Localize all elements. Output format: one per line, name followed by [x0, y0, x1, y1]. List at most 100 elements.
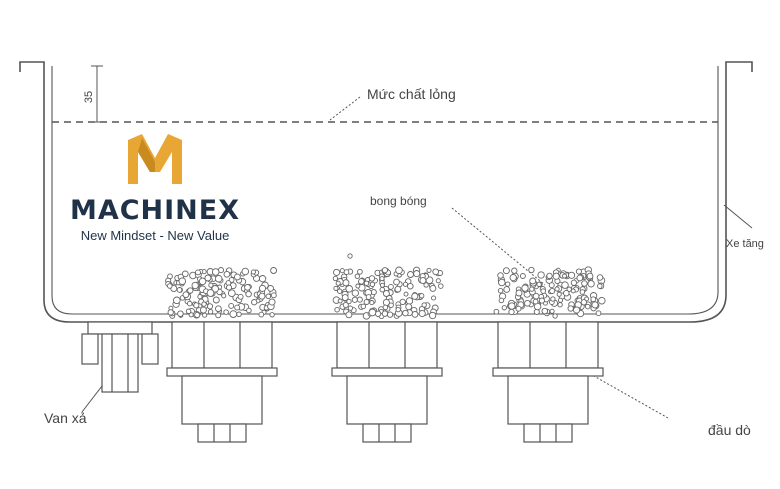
bubble: [167, 273, 173, 280]
bubble: [497, 272, 504, 279]
bubble: [552, 272, 560, 280]
bubble: [549, 308, 555, 314]
bubble: [267, 285, 274, 292]
bubble: [429, 284, 437, 292]
bubble: [332, 275, 339, 282]
bubble: [215, 305, 222, 313]
liquid-level-leader: [329, 96, 361, 121]
bubble: [358, 278, 365, 285]
bubble: [225, 284, 233, 291]
bubble: [395, 266, 403, 275]
bubble: [548, 282, 555, 289]
transducer-leader: [547, 349, 669, 419]
bubble: [258, 284, 267, 292]
bubble: [596, 274, 604, 281]
bubble: [502, 267, 510, 275]
bubble: [182, 291, 190, 299]
bubble: [580, 299, 588, 306]
bubble: [258, 292, 266, 300]
brand-logo: MACHINEX New Mindset - New Value: [60, 132, 250, 243]
bubble: [524, 299, 531, 307]
bubble: [337, 298, 343, 304]
bubbles-label: bong bóng: [370, 194, 427, 208]
bubble: [246, 307, 252, 314]
bubble: [195, 269, 201, 276]
bubble: [573, 306, 581, 314]
bubble: [515, 305, 522, 312]
bubble: [435, 278, 441, 284]
bubble: [176, 287, 183, 293]
bubble: [342, 279, 350, 287]
bubble: [403, 291, 409, 297]
bubble: [197, 294, 203, 300]
bubble: [379, 286, 386, 293]
bubble: [515, 289, 523, 297]
bubble: [501, 305, 507, 311]
bubble: [354, 273, 360, 279]
bubble: [395, 306, 401, 313]
bubble: [493, 308, 500, 315]
bubble: [347, 253, 353, 259]
bubble: [557, 302, 563, 308]
bubble: [581, 280, 588, 287]
dimension-label: 35: [83, 91, 95, 103]
bubble: [234, 273, 241, 281]
bubble: [382, 290, 390, 297]
machinex-mark-icon: [128, 134, 182, 184]
bubble: [418, 309, 426, 318]
bubble: [206, 303, 214, 310]
bubble: [177, 310, 184, 317]
bubble: [167, 283, 173, 289]
bubble: [423, 282, 429, 288]
bubble: [405, 303, 413, 311]
bubble: [245, 290, 252, 298]
bubble: [270, 292, 277, 299]
bubble: [411, 292, 419, 300]
drain-valve: [81, 321, 159, 393]
bubble: [347, 305, 354, 311]
bubble: [552, 313, 558, 319]
bubble: [237, 293, 244, 300]
bubble: [270, 267, 278, 274]
bubble: [187, 287, 194, 294]
bubble: [411, 311, 419, 318]
bubble: [236, 311, 242, 318]
bubble: [509, 273, 517, 282]
bubble: [540, 288, 546, 294]
bubble: [388, 302, 394, 308]
bubble: [178, 277, 187, 285]
bubble: [363, 299, 370, 305]
bubble: [356, 296, 363, 303]
bubble: [595, 310, 602, 317]
bubble: [438, 283, 444, 289]
bubble: [575, 268, 582, 275]
bubble: [382, 304, 389, 311]
bubble: [528, 266, 535, 274]
bubble: [194, 311, 201, 319]
bubble: [198, 277, 207, 286]
bubble: [591, 301, 599, 309]
bubble: [505, 281, 511, 287]
bubble: [431, 295, 437, 301]
bubble: [351, 296, 358, 303]
bubble: [567, 305, 574, 312]
bubble: [538, 297, 545, 304]
bubble: [536, 281, 542, 288]
bubble: [498, 297, 505, 304]
bubble: [365, 294, 372, 300]
bubble: [407, 282, 414, 290]
bubble: [167, 309, 174, 316]
bubble: [407, 271, 414, 278]
bubble: [214, 274, 223, 283]
bubble: [563, 289, 570, 297]
bubble: [250, 269, 256, 275]
bubble: [204, 274, 212, 282]
transducer-group: [166, 321, 604, 443]
bubble: [508, 302, 516, 310]
bubble: [432, 268, 440, 276]
bubble: [234, 304, 241, 311]
bubble: [387, 283, 394, 290]
bubble: [598, 296, 606, 305]
bubble: [586, 272, 594, 280]
